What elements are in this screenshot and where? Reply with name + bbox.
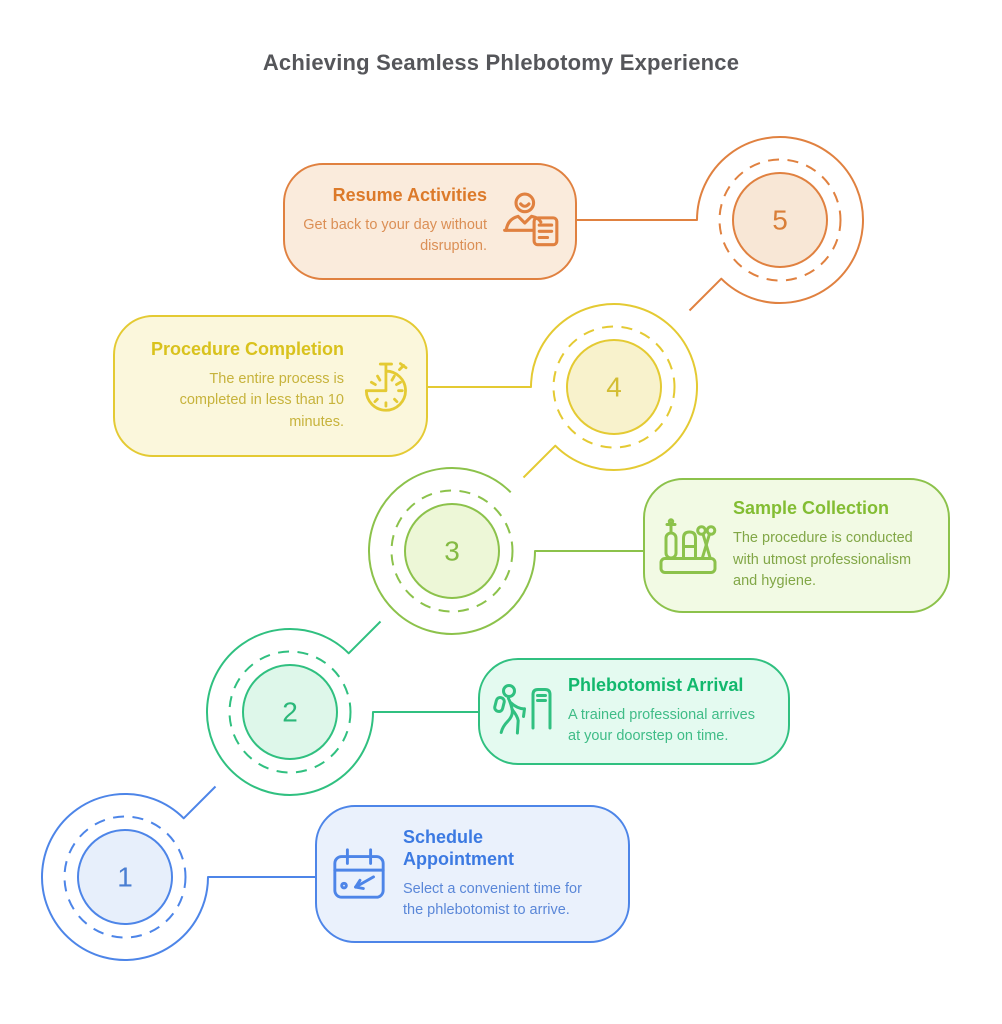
step-text-block: Phlebotomist Arrival A trained profession… — [568, 675, 770, 748]
step-number: 2 — [282, 697, 298, 728]
step-ring-inner — [404, 503, 500, 599]
step-description: A trained professional arrives at your d… — [568, 707, 755, 745]
step-title: Phlebotomist Arrival — [568, 675, 744, 696]
step-ring-inner — [732, 172, 828, 268]
walking-person-icon — [493, 682, 553, 742]
step-ring-dashed — [228, 650, 352, 774]
step-card-2: Phlebotomist Arrival A trained profession… — [478, 658, 790, 765]
test-tubes-icon — [658, 516, 718, 576]
step-number: 4 — [606, 372, 622, 403]
step-ring-arc — [428, 303, 698, 479]
calendar-icon — [330, 845, 388, 903]
step-number: 1 — [117, 862, 133, 893]
step-title: Schedule Appointment — [403, 826, 514, 869]
step-ring-2: 2 — [206, 620, 478, 796]
step-description: Get back to your day without disruption. — [303, 217, 487, 255]
step-ring-inner — [77, 829, 173, 925]
step-ring-dashed — [718, 158, 842, 282]
step-ring-dashed — [390, 489, 514, 613]
step-ring-1: 1 — [41, 785, 315, 961]
step-title: Sample Collection — [733, 498, 890, 519]
page-title: Achieving Seamless Phlebotomy Experience — [262, 50, 740, 75]
step-ring-5: 5 — [577, 136, 864, 312]
step-description: The procedure is conducted with utmost p… — [733, 530, 913, 590]
step-title: Resume Activities — [332, 185, 487, 206]
step-ring-arc — [368, 467, 643, 635]
step-ring-inner — [566, 339, 662, 435]
step-ring-dashed — [63, 815, 187, 939]
stopwatch-icon — [357, 358, 413, 414]
step-ring-inner — [242, 664, 338, 760]
step-ring-dashed — [552, 325, 676, 449]
step-description: The entire process is completed in less … — [179, 370, 344, 430]
step-title: Procedure Completion — [150, 338, 344, 359]
step-ring-4: 4 — [428, 303, 698, 479]
person-document-icon — [500, 191, 562, 253]
step-ring-3: 3 — [368, 467, 643, 635]
step-number: 5 — [772, 205, 788, 236]
step-number: 3 — [444, 536, 460, 567]
step-description: Select a convenient time for the phlebot… — [403, 880, 582, 918]
step-ring-arc — [41, 785, 315, 961]
step-ring-arc — [577, 136, 864, 312]
step-ring-arc — [206, 620, 478, 796]
